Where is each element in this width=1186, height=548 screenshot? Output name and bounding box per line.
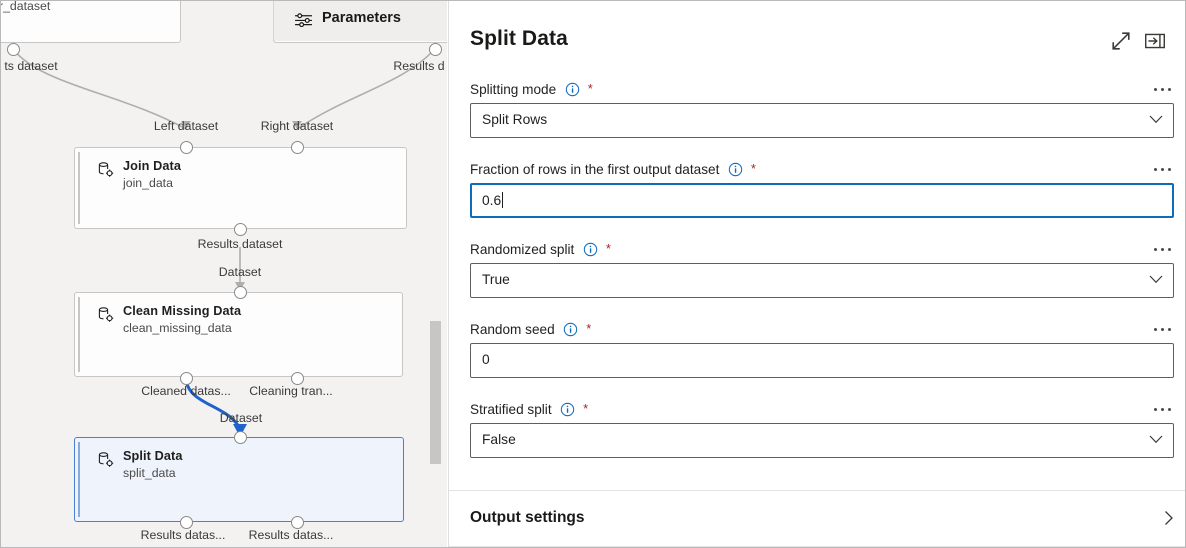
node-accent-stripe <box>78 152 80 224</box>
field-fraction-of-rows-more-button[interactable] <box>1152 162 1176 178</box>
port-label-cleaned-dataset: Cleaned datas... <box>141 384 231 398</box>
port-label-left: ts dataset <box>4 59 58 73</box>
canvas-vertical-scrollbar[interactable] <box>430 321 441 464</box>
port-cleaning-transformation[interactable] <box>291 372 304 385</box>
port-label-split-results-2: Results datas... <box>248 528 334 542</box>
required-marker: * <box>605 241 611 256</box>
output-settings-label: Output settings <box>470 509 585 526</box>
expand-diagonal-icon[interactable] <box>1109 29 1133 53</box>
field-splitting-mode-more-button[interactable] <box>1152 82 1176 98</box>
stratified-split-dropdown[interactable]: False <box>470 423 1174 458</box>
tab-parameters-label: Parameters <box>322 10 401 26</box>
chevron-down-icon <box>1149 275 1163 284</box>
info-icon[interactable] <box>560 402 575 417</box>
stratified-split-value: False <box>482 432 516 447</box>
node-join-data[interactable]: Join Data join_data <box>74 147 407 229</box>
database-gear-icon <box>98 452 114 467</box>
node-join-data-subtitle: join_data <box>123 176 173 190</box>
field-randomized-split-label: Randomized split * <box>470 241 611 257</box>
required-marker: * <box>586 321 592 336</box>
clipped-node-left[interactable] <box>1 1 181 43</box>
edge-label-dataset-1: Dataset <box>218 265 262 279</box>
database-gear-icon <box>98 307 114 322</box>
info-icon[interactable] <box>728 162 743 177</box>
panel-header: Split Data <box>449 1 1185 67</box>
port-results-dataset-right[interactable] <box>429 43 442 56</box>
text-cursor <box>502 192 504 208</box>
node-clean-missing-data-subtitle: clean_missing_data <box>123 321 232 335</box>
port-label-cleaning-transformation: Cleaning tran... <box>249 384 333 398</box>
info-icon[interactable] <box>583 242 598 257</box>
info-icon[interactable] <box>563 322 578 337</box>
node-accent-stripe <box>78 442 80 517</box>
collapse-panel-icon[interactable] <box>1143 29 1167 53</box>
fraction-of-rows-value: 0.6 <box>482 192 504 208</box>
pipeline-canvas[interactable]: r_dataset ts dataset Results d Parameter… <box>1 1 447 547</box>
splitting-mode-value: Split Rows <box>482 112 548 127</box>
parameters-panel: Split Data Splitting mode <box>448 1 1185 547</box>
sliders-icon <box>295 13 312 27</box>
field-fraction-of-rows-label: Fraction of rows in the first output dat… <box>470 161 756 177</box>
random-seed-input[interactable]: 0 <box>470 343 1174 378</box>
page-title: Split Data <box>470 27 568 50</box>
port-label-right: Results d <box>393 59 445 73</box>
edge-label-left-dataset: Left dataset <box>153 119 219 133</box>
node-clean-missing-data[interactable]: Clean Missing Data clean_missing_data <box>74 292 403 377</box>
clipped-node-left-subtitle: r_dataset <box>1 1 51 13</box>
info-icon[interactable] <box>565 82 580 97</box>
required-marker: * <box>750 161 756 176</box>
port-join-data-left-input[interactable] <box>180 141 193 154</box>
panel-bottom-border <box>449 546 1185 547</box>
randomized-split-dropdown[interactable]: True <box>470 263 1174 298</box>
port-split-results-1[interactable] <box>180 516 193 529</box>
required-marker: * <box>587 81 593 96</box>
port-label-join-results: Results dataset <box>197 237 283 251</box>
port-results-dataset-left[interactable] <box>7 43 20 56</box>
edge-label-dataset-2: Dataset <box>219 411 263 425</box>
splitting-mode-dropdown[interactable]: Split Rows <box>470 103 1174 138</box>
field-random-seed-more-button[interactable] <box>1152 322 1176 338</box>
node-join-data-title: Join Data <box>123 159 182 173</box>
chevron-down-icon <box>1149 115 1163 124</box>
database-gear-icon <box>98 162 114 177</box>
randomized-split-value: True <box>482 272 510 287</box>
section-divider <box>449 490 1185 491</box>
port-cleaned-dataset[interactable] <box>180 372 193 385</box>
port-join-data-right-input[interactable] <box>291 141 304 154</box>
fraction-of-rows-input[interactable]: 0.6 <box>470 183 1174 218</box>
node-accent-stripe <box>78 297 80 372</box>
port-clean-missing-input[interactable] <box>234 286 247 299</box>
port-join-data-results[interactable] <box>234 223 247 236</box>
node-split-data-title: Split Data <box>123 449 183 463</box>
random-seed-value: 0 <box>482 352 490 367</box>
tab-parameters[interactable]: Parameters <box>273 1 447 41</box>
field-randomized-split-more-button[interactable] <box>1152 242 1176 258</box>
field-random-seed-label: Random seed * <box>470 321 592 337</box>
required-marker: * <box>583 401 589 416</box>
chevron-right-icon <box>1165 511 1173 525</box>
field-stratified-split-more-button[interactable] <box>1152 402 1176 418</box>
output-settings-section[interactable]: Output settings <box>470 505 1176 539</box>
node-split-data-subtitle: split_data <box>123 466 176 480</box>
port-label-split-results-1: Results datas... <box>140 528 226 542</box>
node-split-data[interactable]: Split Data split_data <box>74 437 404 522</box>
edge-label-right-dataset: Right dataset <box>260 119 334 133</box>
chevron-down-icon <box>1149 435 1163 444</box>
node-clean-missing-data-title: Clean Missing Data <box>123 304 242 318</box>
field-stratified-split-label: Stratified split * <box>470 401 589 417</box>
port-split-results-2[interactable] <box>291 516 304 529</box>
field-splitting-mode-label: Splitting mode * <box>470 81 593 97</box>
port-split-data-input[interactable] <box>234 431 247 444</box>
